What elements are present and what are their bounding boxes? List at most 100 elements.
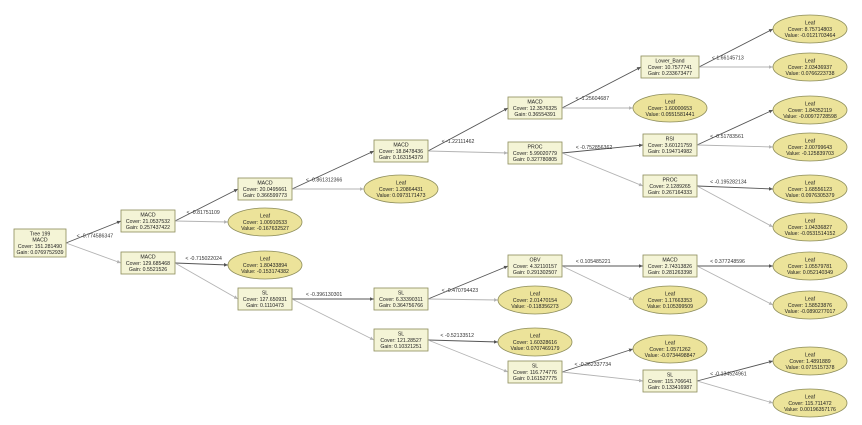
node-title: SL bbox=[398, 291, 404, 297]
leaf-shape bbox=[772, 290, 848, 320]
edge-yes bbox=[427, 107, 509, 152]
split-box-shape bbox=[237, 177, 293, 201]
edge-yes bbox=[291, 150, 375, 190]
node-stat: Gain: 0.194714982 bbox=[648, 149, 692, 155]
node-title: Leaf bbox=[260, 257, 271, 263]
node-title: Leaf bbox=[530, 292, 541, 298]
node-title: Leaf bbox=[805, 59, 816, 65]
node-stat: Gain: 0.36554391 bbox=[514, 112, 555, 118]
node-stat: Gain: 0.161527775 bbox=[513, 376, 557, 382]
edge-yes bbox=[696, 185, 774, 191]
node-stat: Value: -0.0531514152 bbox=[785, 231, 836, 237]
node-stat: Value: 0.00196357176 bbox=[784, 407, 836, 413]
split-box-shape bbox=[120, 209, 176, 233]
leaf-shape bbox=[772, 132, 848, 162]
node-stat: Gain: 0.10321251 bbox=[380, 344, 421, 350]
node-title: Leaf bbox=[805, 181, 816, 187]
edge-no bbox=[561, 265, 634, 301]
edge-no bbox=[65, 242, 122, 264]
node-title: Leaf bbox=[260, 214, 271, 220]
node-stat: Value: 0.105399509 bbox=[647, 304, 693, 310]
edge-label: < 0.377248596 bbox=[710, 259, 745, 265]
leaf-shape bbox=[772, 14, 848, 44]
split-box-shape bbox=[507, 96, 563, 120]
edge-label: < -0.774586347 bbox=[77, 233, 114, 239]
node-stat: Cover: 2.1289265 bbox=[649, 184, 690, 190]
leaf-shape bbox=[772, 174, 848, 204]
node-stat: Cover: 3.60121759 bbox=[648, 143, 692, 149]
node-title: MACD bbox=[140, 255, 156, 261]
node-title: Leaf bbox=[805, 219, 816, 225]
node-stat: Cover: 20.0495661 bbox=[243, 187, 287, 193]
node-stat: Value: -0.00972728598 bbox=[783, 114, 837, 120]
edge-no bbox=[561, 371, 644, 383]
edge-yes bbox=[561, 143, 644, 154]
leaf-shape bbox=[363, 174, 439, 204]
node-title: Leaf bbox=[805, 139, 816, 145]
edge-label: < -0.195282134 bbox=[710, 179, 747, 185]
edge-label: < -0.396130301 bbox=[306, 292, 343, 298]
node-stat: Value: -0.0890277017 bbox=[785, 309, 836, 315]
leaf-shape bbox=[772, 52, 848, 82]
node-stat: Cover: 21.0537532 bbox=[126, 219, 170, 225]
edge-label: < -1.25604687 bbox=[575, 96, 609, 102]
node-stat: Value: 0.0707469179 bbox=[511, 346, 560, 352]
edge-no bbox=[561, 152, 644, 187]
node-stat: Cover: 4.32110157 bbox=[513, 264, 557, 270]
node-stat: Value: -0.118356273 bbox=[511, 304, 559, 310]
node-stat: Cover: 1.0571262 bbox=[649, 347, 690, 353]
edge-yes bbox=[696, 360, 774, 382]
node-stat: Cover: 127.650931 bbox=[243, 297, 287, 303]
node-stat: Cover: 1.68556123 bbox=[788, 187, 832, 193]
leaf-shape bbox=[772, 388, 848, 418]
edge-yes bbox=[65, 220, 122, 244]
node-title: SL bbox=[398, 332, 404, 338]
edge-no bbox=[696, 144, 774, 149]
node-title: Leaf bbox=[805, 21, 816, 27]
edge-label: < -0.715022024 bbox=[185, 256, 222, 262]
split-box-shape bbox=[507, 360, 563, 384]
leaf-shape bbox=[497, 327, 573, 357]
node-title: Tree 199 bbox=[30, 232, 51, 238]
edge-label: < -0.362337734 bbox=[575, 362, 612, 368]
node-stat: Cover: 1.17663353 bbox=[648, 298, 692, 304]
node-stat: Value: -0.167632527 bbox=[241, 226, 289, 232]
node-title: SL bbox=[262, 291, 268, 297]
edge-label: < -0.81751109 bbox=[187, 210, 220, 216]
node-title: Leaf bbox=[530, 334, 541, 340]
node-title: MACD bbox=[140, 213, 156, 219]
edge-label: < -0.52133512 bbox=[440, 333, 474, 339]
node-title: MACD bbox=[257, 181, 273, 187]
node-title: Leaf bbox=[665, 341, 676, 347]
edge-yes bbox=[174, 188, 239, 222]
node-stat: Value: 0.0973171473 bbox=[377, 193, 426, 199]
node-title: PROC bbox=[663, 178, 678, 184]
node-stat: Gain: 0.291302507 bbox=[513, 270, 557, 276]
leaf-shape bbox=[632, 334, 708, 364]
split-box-shape bbox=[237, 287, 293, 311]
node-stat: Cover: 116.774776 bbox=[513, 370, 557, 376]
split-box-shape bbox=[640, 55, 700, 79]
node-title: PROC bbox=[528, 145, 543, 151]
edge-yes bbox=[427, 265, 509, 300]
node-stat: Cover: 1.58523876 bbox=[788, 303, 832, 309]
node-title: Leaf bbox=[805, 258, 816, 264]
node-stat: Value: -0.153174382 bbox=[241, 269, 289, 275]
node-stat: Gain: 0.257437422 bbox=[126, 225, 170, 231]
split-box-shape bbox=[373, 287, 429, 311]
split-box-shape bbox=[373, 328, 429, 352]
node-stat: Cover: 1.00910533 bbox=[243, 220, 287, 226]
node-title: MACD bbox=[662, 258, 678, 264]
